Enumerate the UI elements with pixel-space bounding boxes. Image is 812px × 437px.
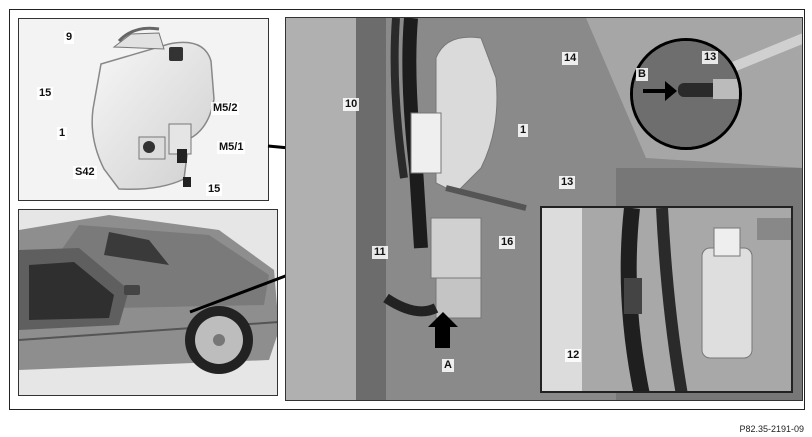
label-13-main: 13 — [559, 176, 576, 189]
tank-illustration — [91, 26, 215, 191]
car-illustration — [19, 210, 277, 395]
label-12: 12 — [565, 349, 582, 362]
car-panel — [18, 209, 278, 396]
label-m5-1: M5/1 — [217, 141, 246, 154]
label-s42: S42 — [73, 166, 97, 179]
label-14: 14 — [562, 52, 579, 65]
detail-12-illustration — [542, 208, 791, 391]
label-10: 10 — [343, 98, 360, 111]
label-9: 9 — [64, 31, 75, 44]
inset-tank-panel — [18, 18, 269, 201]
label-b: B — [636, 68, 648, 81]
detail-12-panel — [540, 206, 793, 393]
label-15-bottom: 15 — [206, 183, 223, 196]
label-13-detail: 13 — [702, 51, 719, 64]
detail-b-illustration — [633, 41, 739, 147]
label-a: A — [442, 359, 454, 372]
label-15-top: 15 — [37, 87, 54, 100]
figure-caption: P82.35-2191-09 — [739, 424, 804, 434]
label-16: 16 — [499, 236, 516, 249]
label-1-inset: 1 — [57, 127, 68, 140]
detail-b-circle — [630, 38, 742, 150]
label-m5-2: M5/2 — [211, 102, 240, 115]
label-1-main: 1 — [518, 124, 529, 137]
label-11: 11 — [372, 246, 388, 259]
